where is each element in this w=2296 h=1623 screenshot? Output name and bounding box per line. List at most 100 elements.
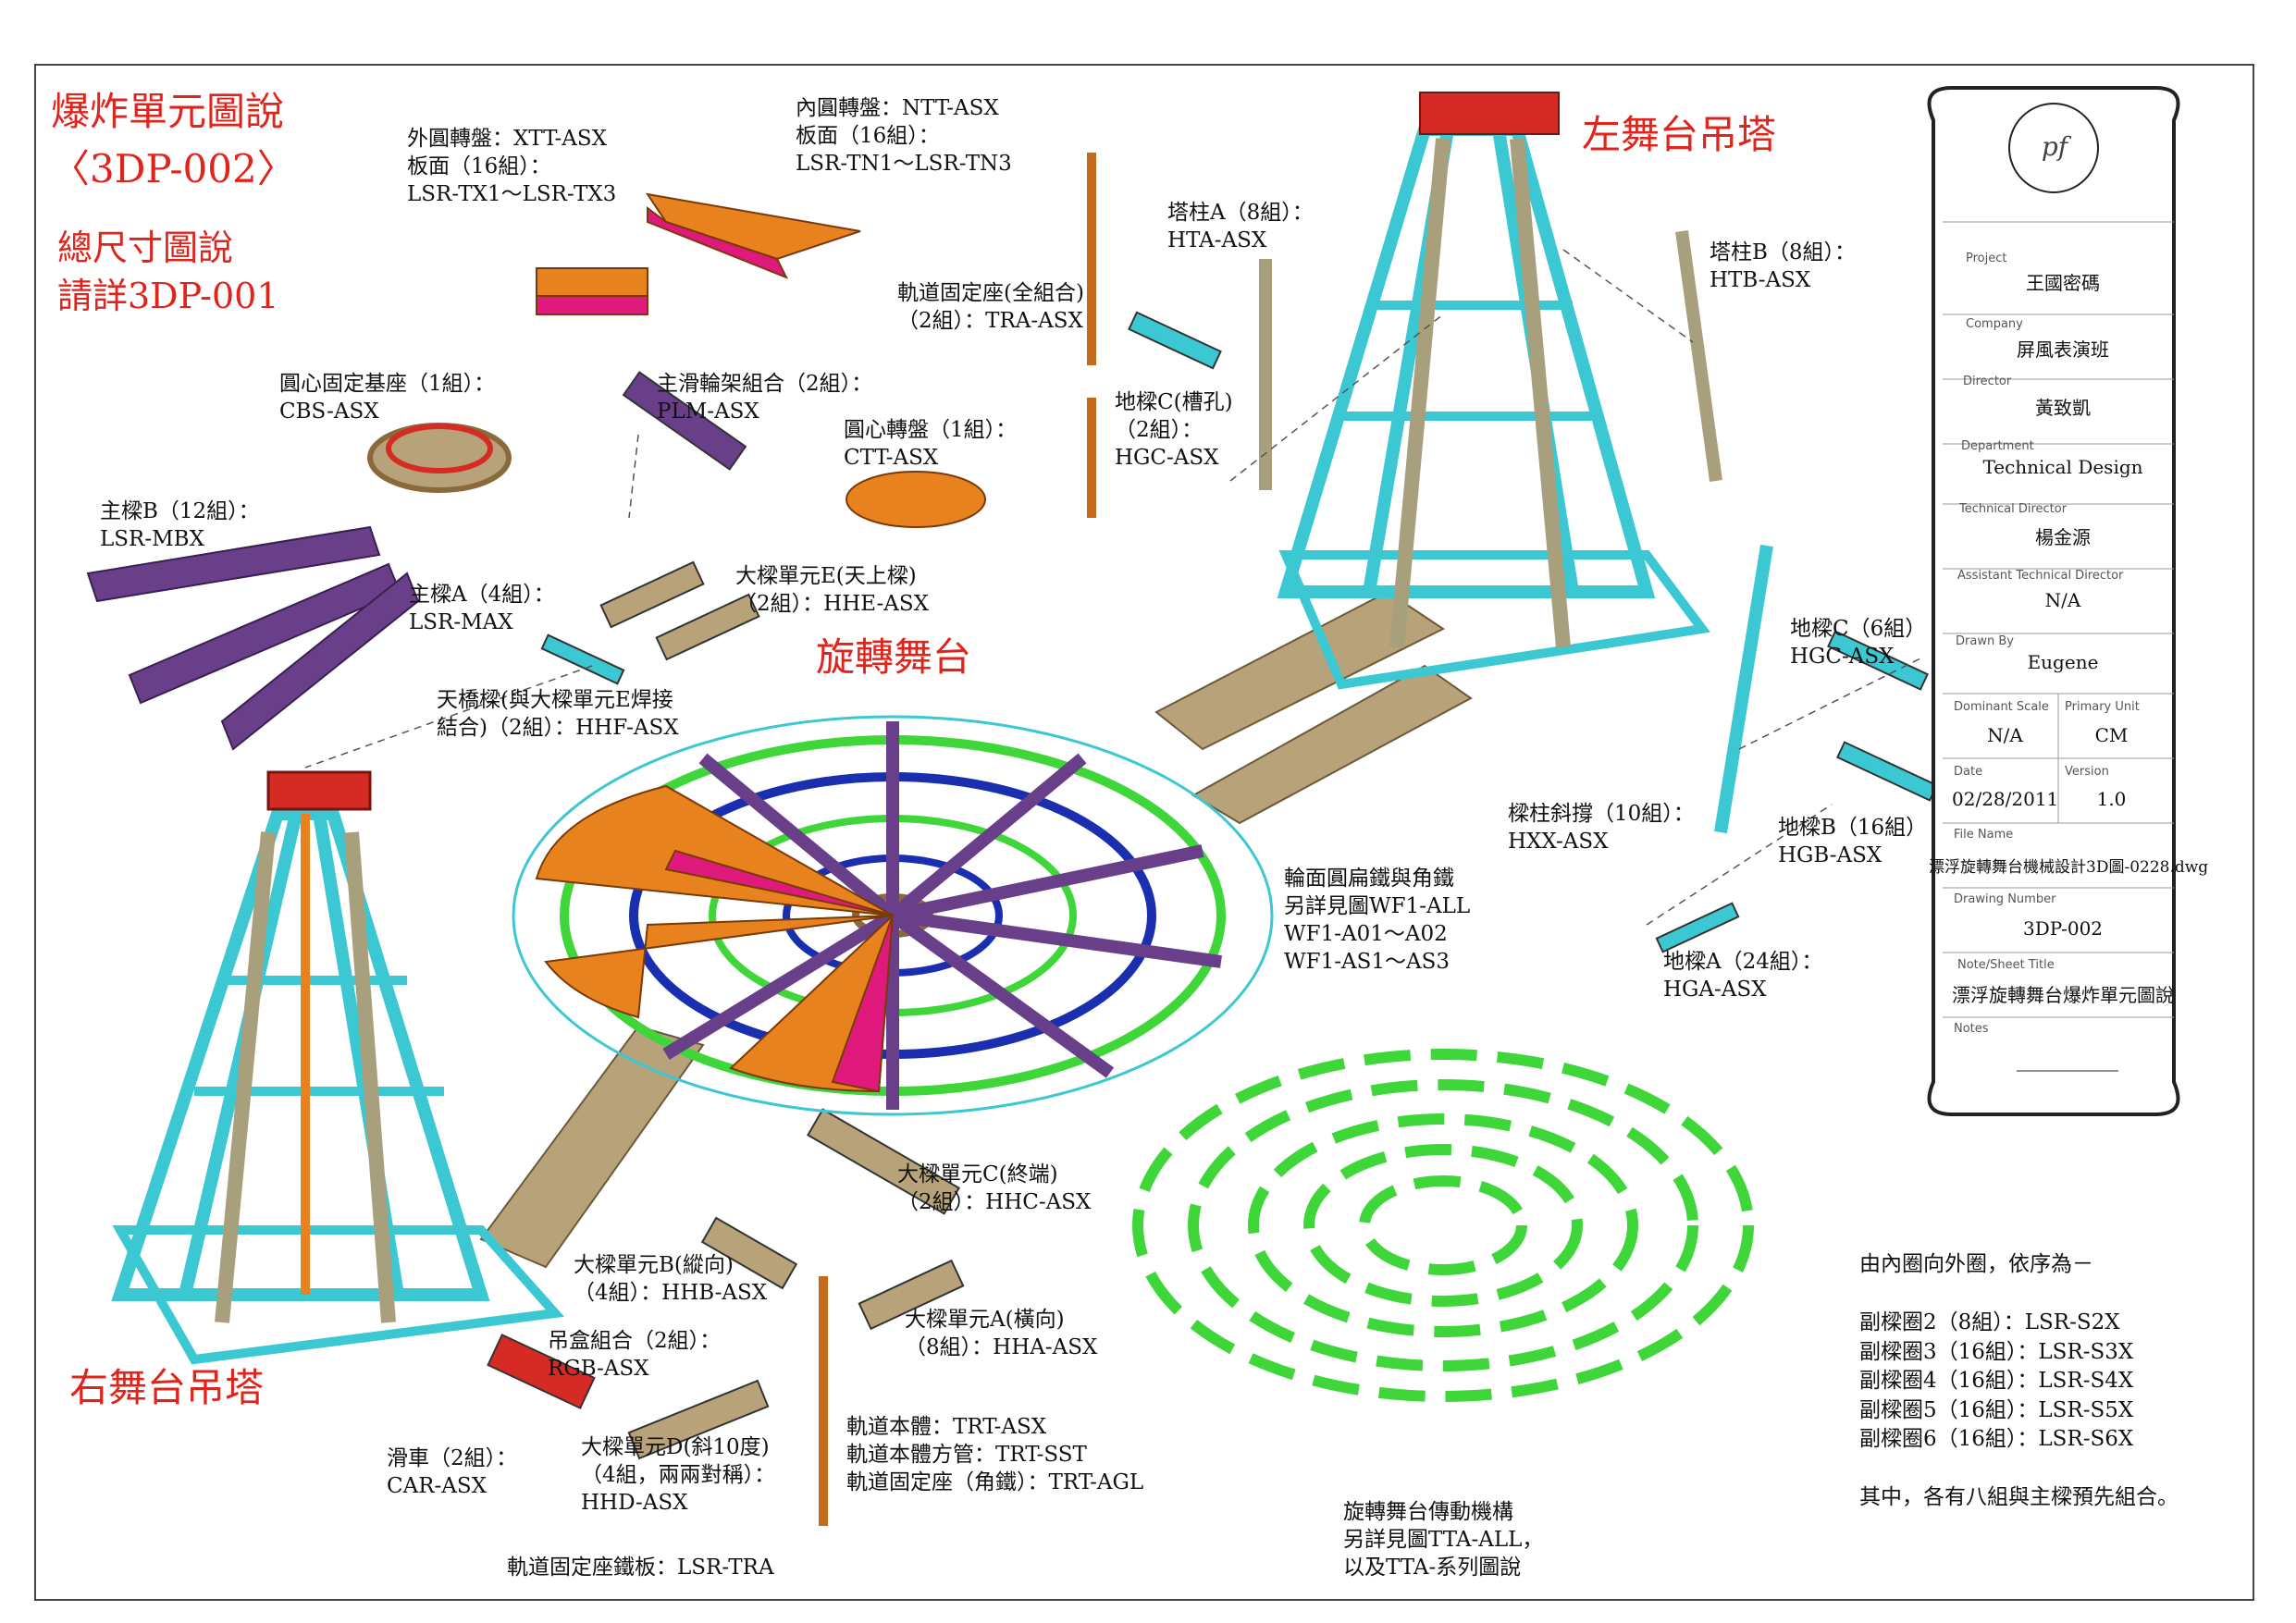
callout-hanger-box: 吊盒組合（2組）： RGB-ASX [548,1327,721,1383]
callout-beam-unit-b: 大樑單元B(縱向) （4組）：HHB-ASX [574,1251,767,1307]
director-value: 黃致凱 [2035,397,2091,419]
sheet-title-label: Note/Sheet Title [1957,958,2055,972]
company-logo: pf [2041,131,2068,162]
callout-line [1859,1280,2179,1309]
version-value: 1.0 [2096,788,2127,810]
drawn-by-value: Eugene [2027,651,2099,673]
callout-line: 地樑B（16組） [1778,816,1928,840]
callout-line: RGB-ASX [548,1357,649,1381]
callout-line: 塔柱B（8組）： [1710,240,1857,264]
director-label: Director [1963,375,2012,388]
heading-rotating-stage: 旋轉舞台 [816,634,972,680]
callout-line: HGC-ASX [1790,645,1895,669]
title-block-frame [1927,86,2180,1116]
scale-value: N/A [1987,724,2023,746]
callout-line: LSR-MBX [100,527,204,551]
date-value: 02/28/2011 [1952,788,2059,810]
callout-ring-list: 由內圈向外圈，依序為－ 副樑圈2（8組）：LSR-S2X 副樑圈3（16組）：L… [1859,1250,2179,1513]
title-line-1: 爆炸單元圖說 [51,89,285,134]
callout-line: 主樑B（12組）： [100,499,260,523]
callout-line: 大樑單元C(終端) [897,1162,1058,1187]
callout-line: 圓心固定基座（1組）： [279,372,496,396]
callout-line: （4組）：HHB-ASX [574,1281,768,1305]
right-tower [111,770,565,1365]
exploded-disc-panels [536,192,986,528]
tech-director-value: 楊金源 [2035,526,2091,548]
title-line-3: 總尺寸圖說 [57,227,234,268]
callout-line: 大樑單元E(天上樑) [735,564,917,588]
company-value: 屏風表演班 [2017,338,2109,361]
callout-line: （2組）：HHE-ASX [735,592,929,616]
callout-wheel-plate: 輪面圓扁鐵與角鐵 另詳見圖WF1-ALL WF1-A01～A02 WF1-AS1… [1284,865,1470,976]
callout-line: CBS-ASX [279,400,379,424]
callout-line: 滑車（2組）： [387,1446,518,1470]
callout-line: 外圓轉盤：XTT-ASX [407,127,608,151]
project-label: Project [1966,252,2007,265]
callout-line: 吊盒組合（2組）： [548,1329,722,1353]
callout-line: 另詳見圖TTA-ALL， [1343,1528,1544,1552]
center-base-exploded [367,423,512,493]
title-line-2: 〈3DP-002〉 [51,146,296,191]
drawing-number-label: Drawing Number [1954,892,2056,906]
callout-line: WF1-AS1～AS3 [1284,950,1450,974]
callout-line: 以及TTA-系列圖說 [1343,1555,1522,1580]
callout-center-disc: 圓心轉盤（1組）： CTT-ASX [844,416,1017,472]
unit-value: CM [2094,724,2129,746]
exploded-columns [819,153,1773,1526]
callout-line: 副樑圈5（16組）：LSR-S5X [1859,1397,2134,1422]
company-label: Company [1966,317,2023,331]
callout-line: 主樑A（4組）： [409,583,555,607]
walkway-beams [479,590,1473,1269]
date-label: Date [1954,765,1983,779]
department-value: Technical Design [1982,456,2143,478]
file-name-label: File Name [1954,828,2014,842]
callout-line: 大樑單元A(橫向) [905,1308,1065,1332]
callout-line: HGB-ASX [1778,843,1882,867]
callout-beam-unit-a: 大樑單元A(橫向) （8組）：HHA-ASX [905,1306,1097,1361]
unit-label: Primary Unit [2065,700,2140,714]
project-value: 王國密碼 [2026,272,2100,294]
department-label: Department [1961,439,2034,453]
callout-track-mount: 軌道固定座(全組合) （2組）：TRA-ASX [897,279,1084,335]
callout-line: WF1-A01～A02 [1284,922,1448,946]
assembly-guide-lines [304,249,1925,926]
callout-line: 地樑C(槽孔) [1115,390,1233,414]
left-tower [1277,92,1711,690]
callout-line: 樑柱斜撐（10組）： [1508,802,1695,826]
callout-line: 內圓轉盤：NTT-ASX [796,96,999,120]
callout-beam-col-brace: 樑柱斜撐（10組）： HXX-ASX [1508,800,1695,855]
callout-ground-beam-a: 地樑A（24組）： HGA-ASX [1663,948,1822,1003]
callout-line: 軌道本體方管：TRT-SST [846,1443,1087,1467]
callout-tower-col-b: 塔柱B（8組）： HTB-ASX [1710,239,1856,294]
callout-outer-disc: 外圓轉盤：XTT-ASX 板面（16組）： LSR-TX1～LSR-TX3 [407,125,616,208]
callout-line: LSR-MAX [409,610,513,634]
callout-line: 副樑圈6（16組）：LSR-S6X [1859,1427,2134,1451]
callout-ground-beam-c: 地樑C（6組） HGC-ASX [1790,615,1926,670]
callout-line: HTB-ASX [1710,268,1811,292]
notes-label: Notes [1954,1022,1989,1036]
exploded-beams [487,311,1938,1460]
callout-line: LSR-TN1～LSR-TN3 [796,152,1012,176]
callout-line [1859,1455,2179,1484]
callout-drive: 旋轉舞台傳動機構 另詳見圖TTA-ALL， 以及TTA-系列圖說 [1343,1498,1543,1581]
callout-line: LSR-TX1～LSR-TX3 [407,182,617,206]
tech-director-label: Technical Director [1959,502,2068,516]
callout-line: 地樑C（6組） [1790,617,1927,641]
callout-line: CTT-ASX [844,446,939,470]
callout-line: 副樑圈3（16組）：LSR-S3X [1859,1339,2134,1364]
callout-track-body: 軌道本體：TRT-ASX 軌道本體方管：TRT-SST 軌道固定座（角鐵）：TR… [846,1413,1143,1496]
callout-line: CAR-ASX [387,1474,488,1498]
file-name-value: 漂浮旋轉舞台機械設計3D圖-0228.dwg [1929,858,2209,877]
callout-line: 其中，各有八組與主樑預先組合。 [1859,1485,2179,1509]
heading-right-tower: 右舞台吊塔 [69,1365,265,1410]
exploded-main-beams [86,525,420,751]
callout-line: （8組）：HHA-ASX [905,1335,1098,1359]
callout-line: （2組）：HHC-ASX [897,1190,1092,1214]
callout-line: PLM-ASX [657,400,759,424]
callout-track-plate: 軌道固定座鐵板：LSR-TRA [507,1554,774,1581]
callout-line: HGC-ASX [1115,446,1219,470]
callout-line: （2組）：TRA-ASX [897,309,1083,333]
callout-pulley-frame: 主滑輪架組合（2組）： PLM-ASX [657,370,872,425]
